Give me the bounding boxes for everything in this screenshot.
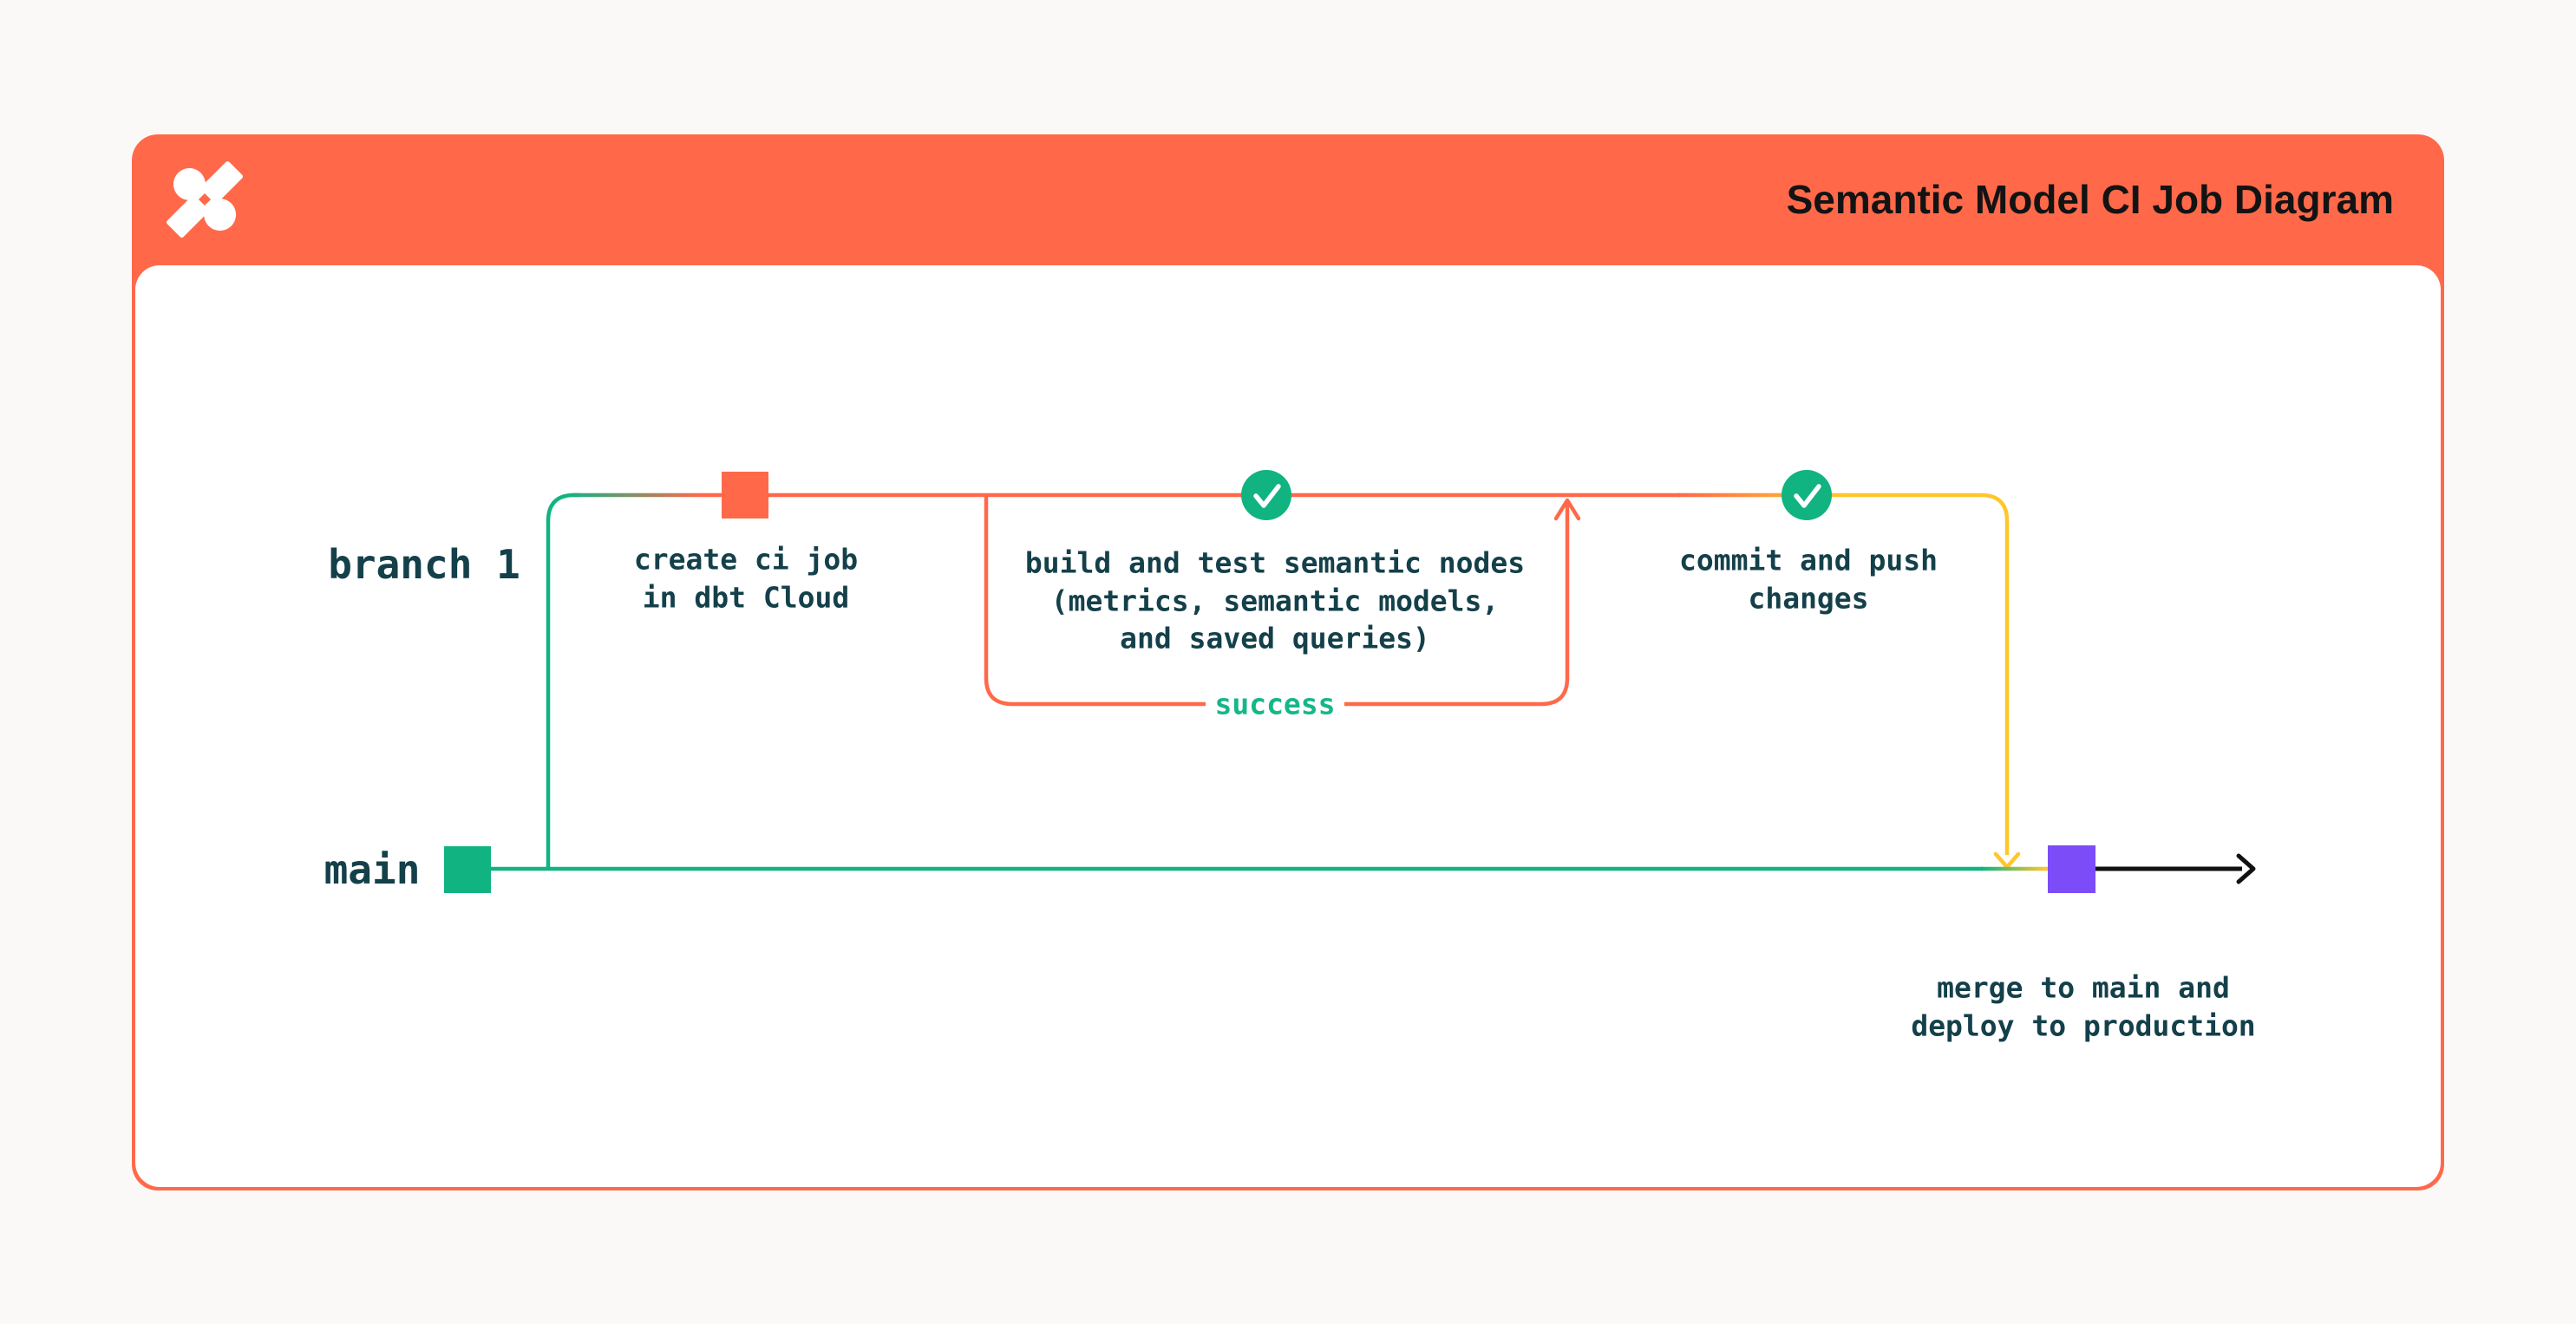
success-label: success [1214,687,1336,721]
dbt-logo-lobe-br [204,199,237,232]
dbt-logo-icon [167,161,243,238]
main-label: main [324,846,421,893]
card-header: Semantic Model CI Job Diagram [132,134,2444,265]
diagram-panel [135,265,2441,1187]
commit-push-label: commit and push changes [1678,543,1939,615]
diagram-card: Semantic Model CI Job Diagram [132,134,2444,1190]
page-title: Semantic Model CI Job Diagram [1786,177,2394,222]
merge-label: merge to main and deploy to production [1911,970,2256,1042]
build-test-label: build and test semantic nodes (metrics, … [1024,545,1526,655]
dbt-logo-center-hole [198,192,212,206]
branch-1-label: branch 1 [328,541,520,588]
create-ci-label: create ci job in dbt Cloud [633,542,859,614]
dbt-logo-lobe-tl [173,167,206,200]
